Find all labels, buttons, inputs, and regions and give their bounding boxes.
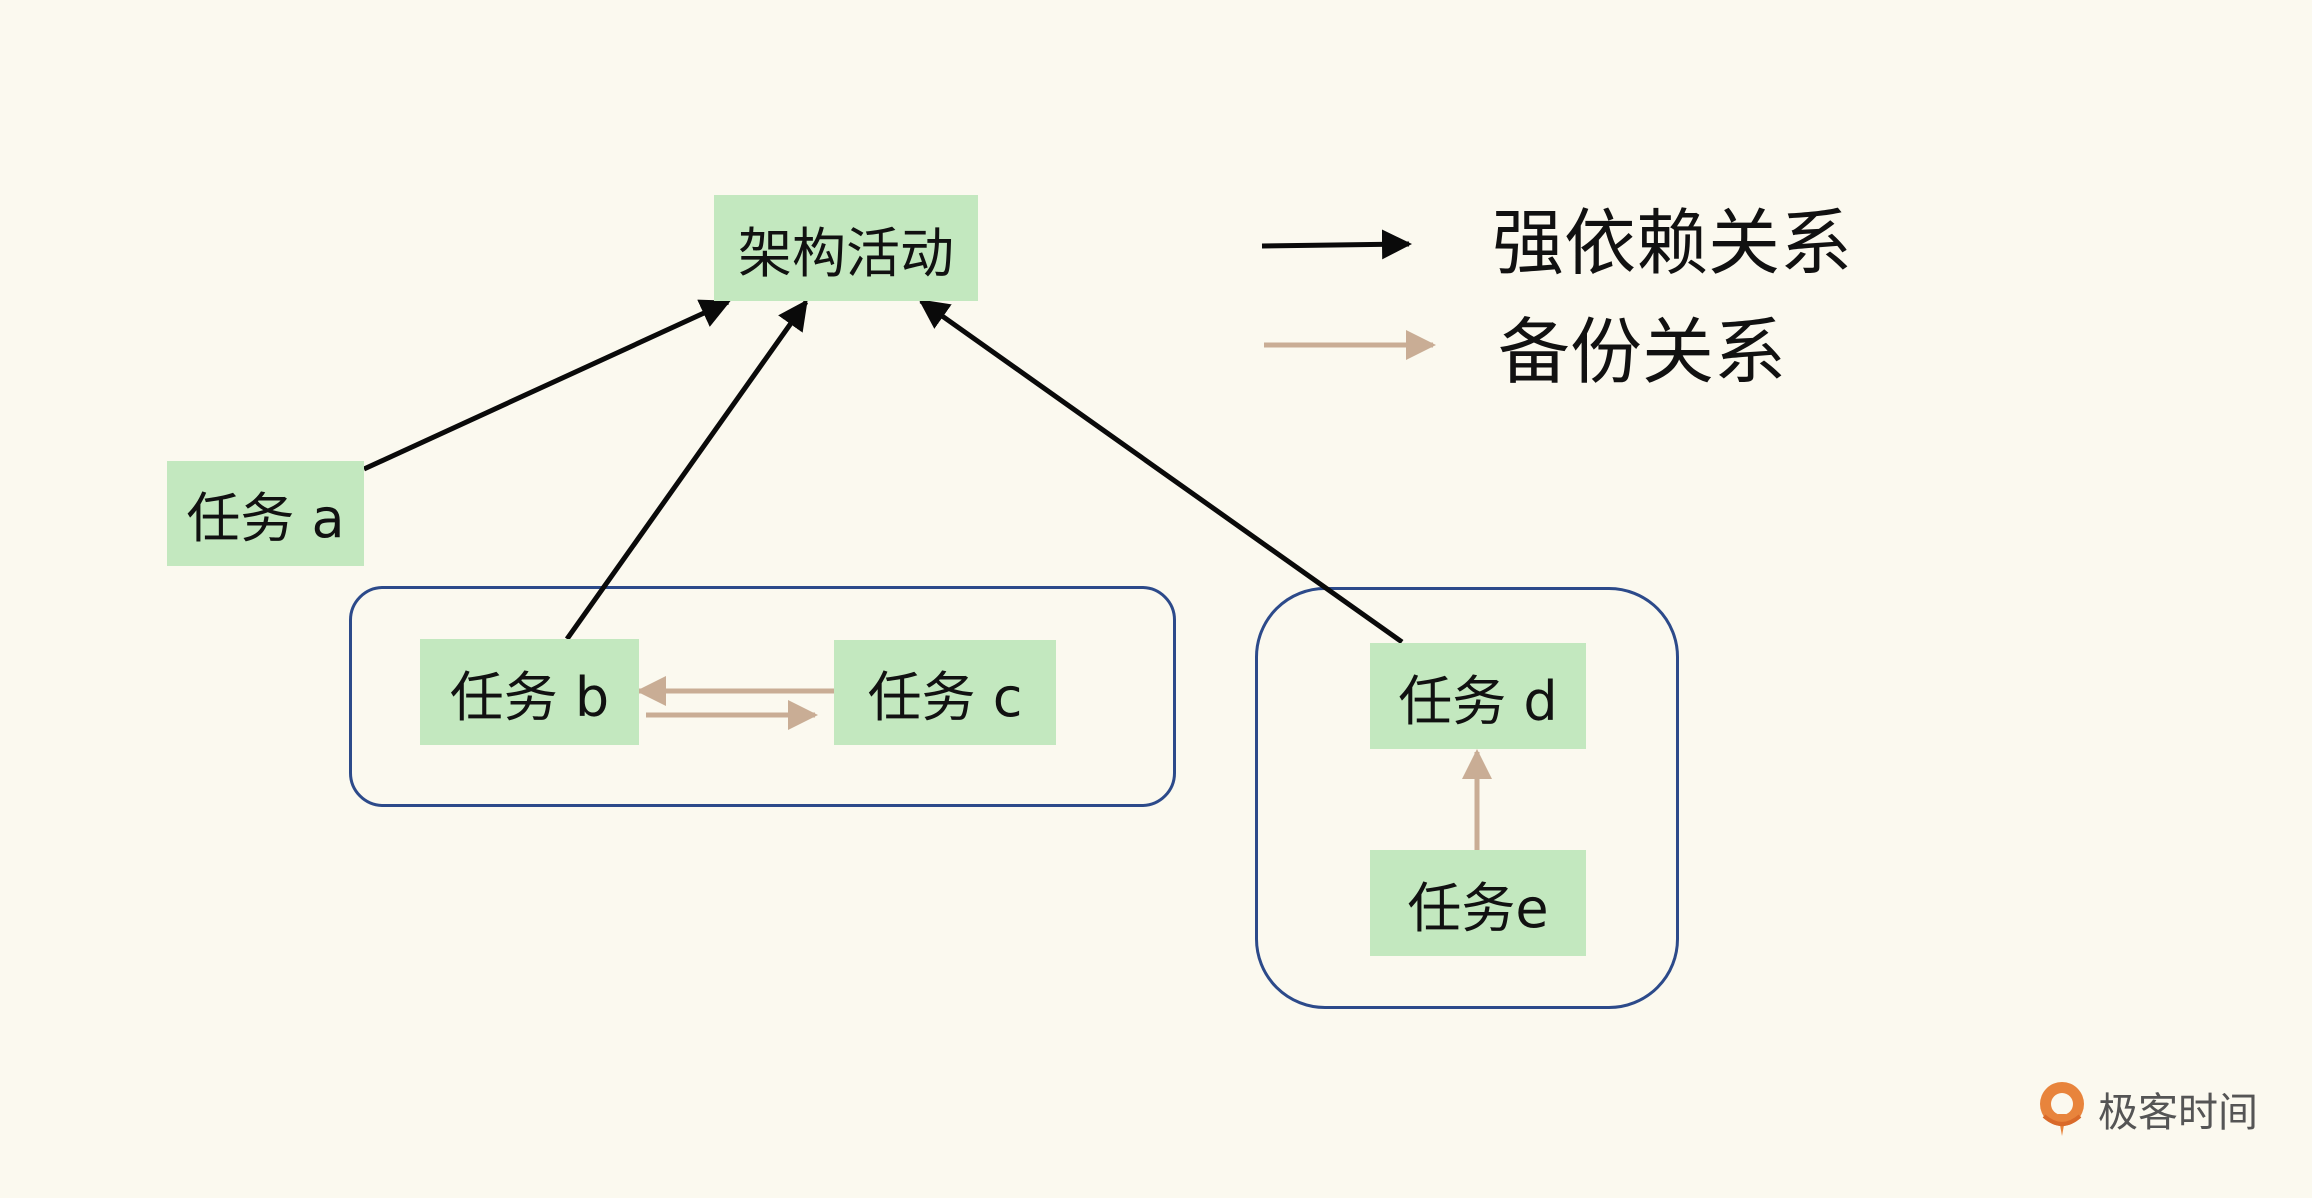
group-d-e — [1255, 587, 1679, 1009]
edge-d-to-arch — [918, 298, 1404, 645]
legend-backup-label: 备份关系 — [1498, 310, 1787, 394]
legend-strong-arrow — [1261, 229, 1412, 260]
group-b-c — [349, 586, 1176, 807]
logo-text: 极客时间 — [2098, 1090, 2258, 1136]
edge-b-to-arch — [564, 299, 809, 641]
legend-strong-label: 强依赖关系 — [1492, 201, 1853, 285]
node-task-a: 任务 a — [167, 461, 364, 566]
geektime-logo-icon — [2040, 1082, 2084, 1136]
node-task-e: 任务e — [1370, 850, 1586, 956]
node-task-d: 任务 d — [1370, 643, 1586, 749]
brand-logo: 极客时间 — [2036, 1080, 2258, 1138]
edge-a-to-arch — [362, 299, 731, 472]
node-task-b: 任务 b — [420, 639, 639, 745]
node-task-c: 任务 c — [834, 640, 1056, 745]
node-architecture-activity: 架构活动 — [714, 195, 978, 301]
